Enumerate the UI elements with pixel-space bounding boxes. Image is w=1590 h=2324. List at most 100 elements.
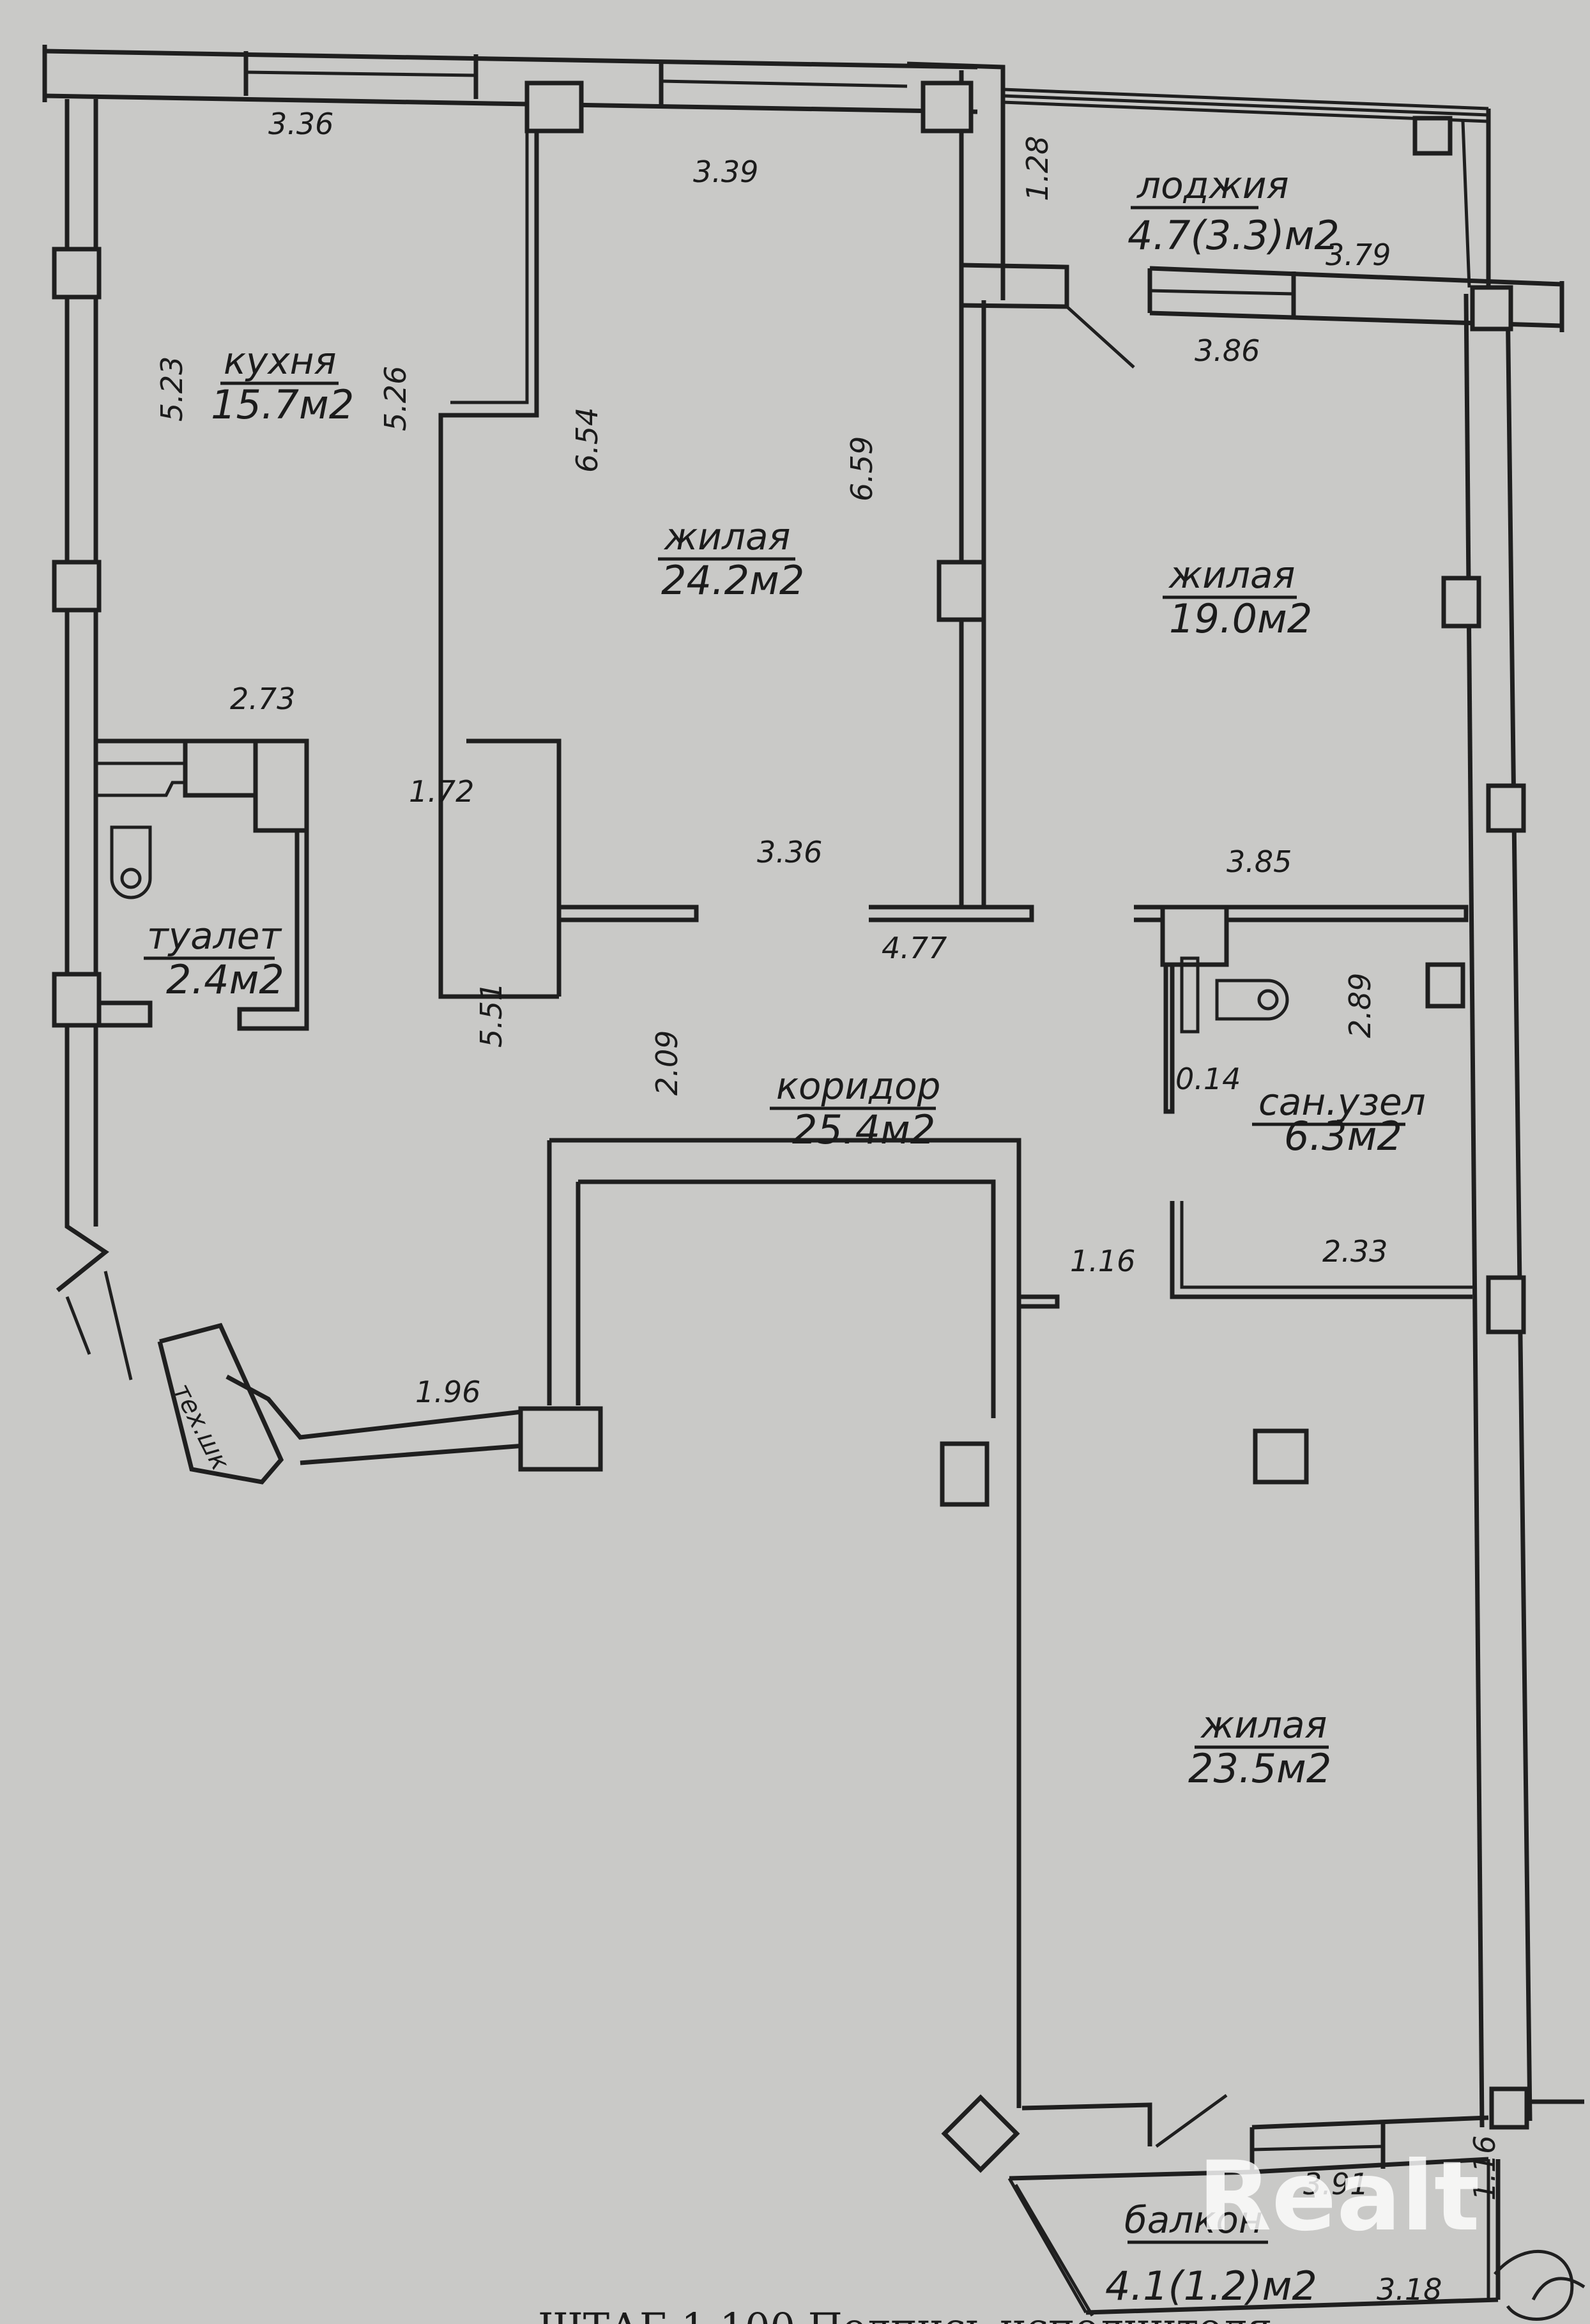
structural-column [52, 560, 102, 613]
wall-segment [44, 93, 978, 114]
watermark: Realt [1198, 2141, 1480, 2252]
tank-icon [1180, 956, 1200, 1034]
structural-column [52, 972, 102, 1028]
wall-segment [1149, 289, 1294, 296]
room-area: 24.2м2 [661, 557, 804, 604]
room-name: коридор [776, 1064, 940, 1108]
wall-segment [1149, 266, 1563, 287]
room-kitchen: кухня 15.7м2 [211, 339, 354, 428]
technical-shaft-label: тех.шк. [167, 1379, 239, 1482]
wall-segment [1002, 100, 1489, 123]
wall-segment [300, 1441, 550, 1465]
wall-segment [1066, 305, 1135, 369]
wall-segment [56, 99, 109, 1292]
wall-segment [245, 70, 477, 77]
structural-column [921, 80, 974, 134]
dimension-label: 3.18 [1377, 2272, 1442, 2307]
wall-segment [157, 1322, 284, 1485]
dimension-label: 0.14 [1175, 1062, 1241, 1096]
dimension-label: 2.09 [650, 1030, 684, 1096]
room-name: жилая [1200, 1703, 1327, 1747]
dimension-label: 3.79 [1326, 238, 1391, 272]
structural-column [1470, 285, 1513, 332]
wall-segment [1009, 2169, 1253, 2181]
dimension-label: 5.23 [155, 356, 189, 422]
structural-column [518, 1406, 603, 1472]
dimension-label: 6.54 [570, 408, 604, 473]
room-corridor: коридор 25.4м2 [770, 1064, 940, 1153]
dimension-label: 1.28 [1020, 136, 1055, 201]
room-name: сан.узел [1258, 1080, 1426, 1124]
utility-block [253, 738, 309, 833]
dimension-label: 3.36 [757, 835, 822, 869]
wall-segment [906, 61, 1005, 300]
room-bathroom: сан.узел 6.3м2 [1252, 1080, 1426, 1159]
wall-segment [1085, 2297, 1499, 2315]
wall-segment [1180, 1201, 1472, 1289]
structural-column [52, 247, 102, 300]
dimension-label: 2.73 [230, 682, 295, 716]
room-area: 23.5м2 [1188, 1745, 1331, 1792]
toilet-icon [1215, 979, 1289, 1021]
dimension-label: 1.96 [415, 1375, 480, 1409]
wall-segment [1170, 1201, 1472, 1299]
room-living-1: жилая 24.2м2 [658, 515, 804, 604]
fixtures [110, 825, 1289, 1034]
wall-segment [450, 102, 529, 404]
wall-segment [578, 1179, 996, 1418]
room-toilet: туалет 2.4м2 [144, 914, 284, 1003]
wall-segment [1251, 2157, 1489, 2175]
structural-column [940, 1441, 990, 1507]
wall-segment [1021, 2102, 1152, 2146]
wall-segment [1505, 293, 1533, 2121]
signature [1494, 2250, 1586, 2321]
dimension-label: 4.77 [882, 931, 947, 965]
wall-segment [65, 1296, 91, 1355]
wall-segment [1155, 2093, 1228, 2148]
toilet-bowl [1215, 979, 1289, 1021]
dimension-label: 6.59 [845, 436, 879, 501]
room-living-3: жилая 23.5м2 [1188, 1703, 1331, 1792]
dimension-label: 3.39 [693, 155, 758, 189]
dimension-label: 5.26 [378, 366, 413, 431]
structural-column [1425, 962, 1465, 1009]
wall-segment [466, 738, 562, 997]
utility-block [1160, 905, 1229, 967]
caption: …ШТАБ 1:100 Подпись исполнителя [498, 2304, 1272, 2324]
structural-column [1253, 1428, 1309, 1485]
dimension-label: 3.86 [1195, 333, 1260, 368]
room-balcony: балкон 4.1(1.2)м2 [1105, 2198, 1317, 2309]
room-area: 4.1(1.2)м2 [1105, 2263, 1317, 2309]
structural-column [936, 560, 986, 622]
dimension-label: 2.89 [1343, 973, 1377, 1038]
dimension-label: 2.33 [1322, 1234, 1387, 1269]
room-area: 6.3м2 [1284, 1113, 1402, 1159]
room-area: 15.7м2 [211, 381, 354, 428]
room-area: 2.4м2 [166, 956, 284, 1003]
room-loggia: лоджия 4.7(3.3)м2 [1128, 164, 1340, 259]
wall-segment [559, 905, 699, 922]
wall-segment [661, 79, 908, 88]
room-name: жилая [663, 515, 790, 558]
structural-column [1489, 2086, 1529, 2130]
wall-segment [1163, 920, 1175, 1114]
wall-segment [1019, 1294, 1060, 1309]
room-name: балкон [1124, 2198, 1263, 2242]
structural-column [1486, 783, 1526, 833]
dimension-label: 3.91 [1303, 2167, 1368, 2201]
toilet-seat [1257, 989, 1279, 1011]
wall-segment [1134, 905, 1469, 922]
wall-segment [1251, 2144, 1384, 2152]
room-living-2: жилая 19.0м2 [1163, 553, 1312, 642]
room-name: туалет [147, 914, 282, 958]
toilet-bowl [110, 825, 152, 899]
dimension-label: 3.85 [1227, 845, 1292, 879]
room-name: кухня [224, 339, 337, 383]
structural-column [941, 2094, 1020, 2173]
room-name: жилая [1168, 553, 1295, 597]
dimension-label: 5.51 [474, 982, 508, 1048]
room-area: 25.4м2 [792, 1106, 935, 1153]
wall-segment [103, 1271, 133, 1380]
toilet-icon [110, 825, 152, 899]
